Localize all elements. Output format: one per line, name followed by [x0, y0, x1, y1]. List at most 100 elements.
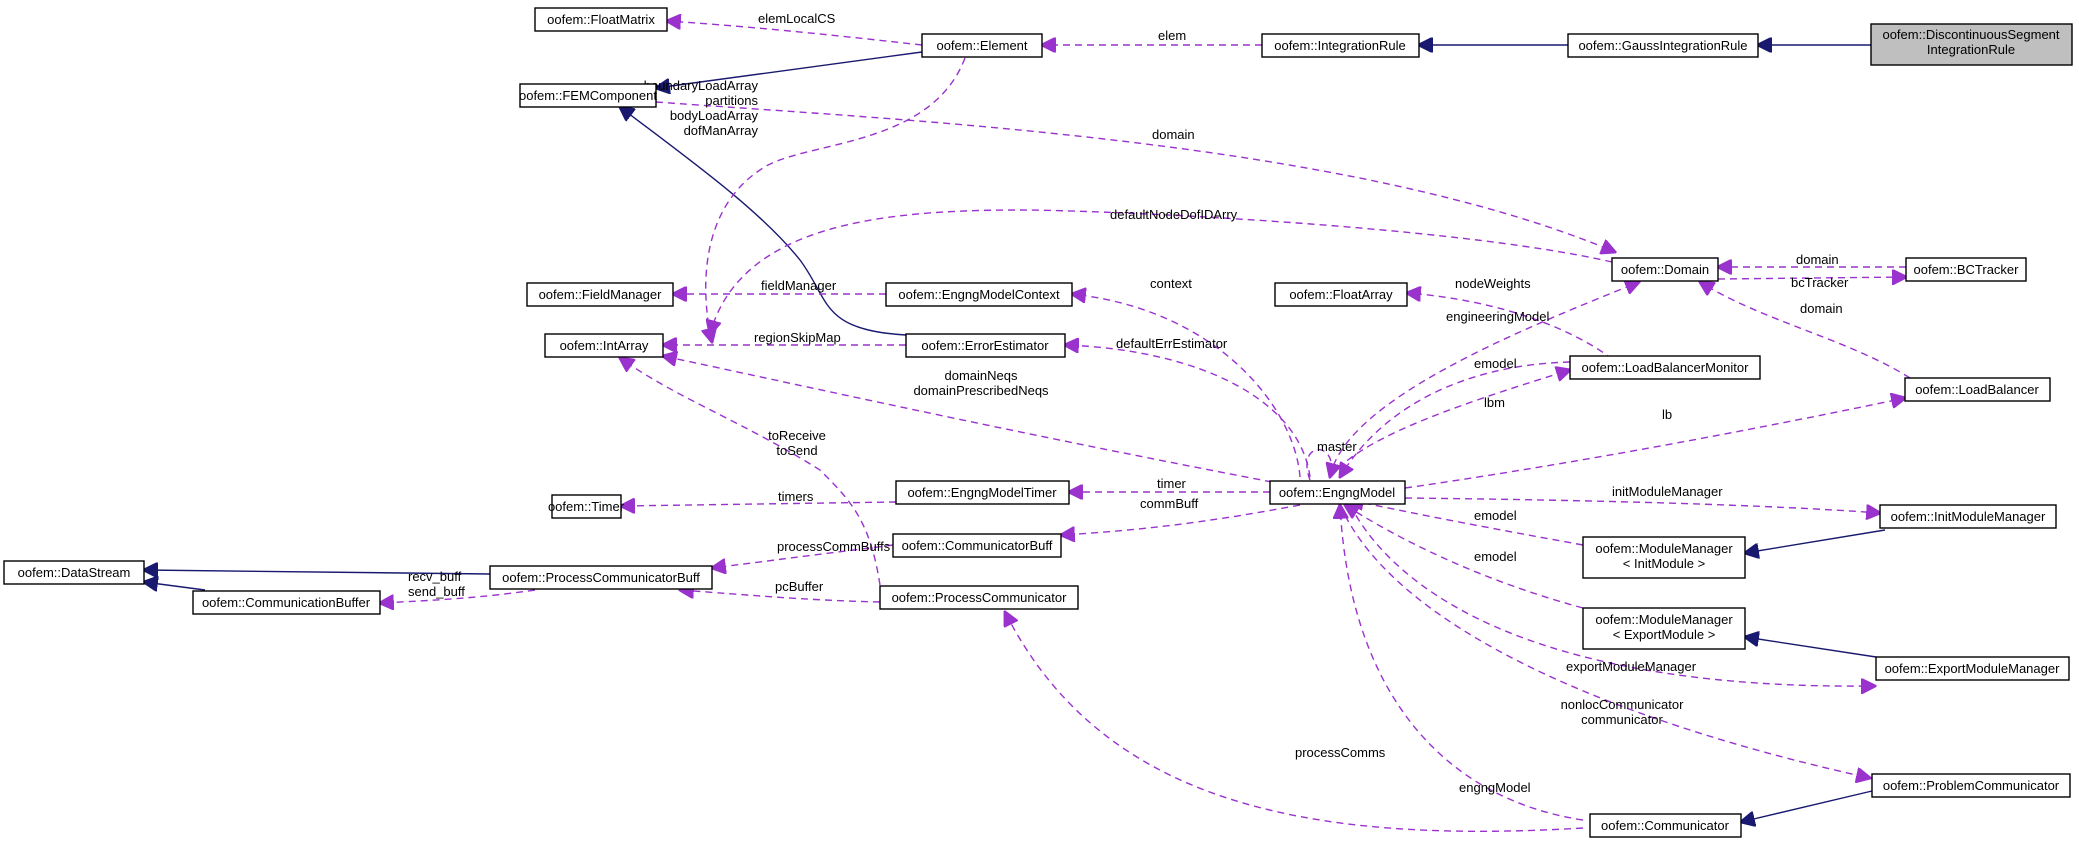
label-pc-buffer: pcBuffer	[775, 579, 824, 594]
text-line: oofem::EngngModelTimer	[907, 485, 1057, 500]
node-field-manager[interactable]: oofem::FieldManager	[526, 282, 674, 307]
label-emodel-lbm: emodel	[1474, 356, 1517, 371]
label-comm-buff: commBuff	[1140, 496, 1199, 511]
svg-text:oofem::Element: oofem::Element	[936, 38, 1027, 53]
node-init-module-manager[interactable]: oofem::InitModuleManager	[1879, 504, 2057, 529]
label-context: context	[1150, 276, 1192, 291]
text-line: oofem::FloatMatrix	[547, 12, 655, 27]
label-domain-bc: domain	[1796, 252, 1839, 267]
node-communicator-buff[interactable]: oofem::CommunicatorBuff	[892, 533, 1062, 558]
text-line: oofem::DiscontinuousSegment	[1882, 27, 2059, 42]
text-line: oofem::LoadBalancer	[1915, 382, 2039, 397]
edge-load-balancer-monitor-node-weights	[1407, 293, 1623, 368]
text-line: oofem::FEMComponent	[519, 88, 657, 103]
text-line: oofem::Communicator	[1601, 818, 1730, 833]
svg-text:oofem::Domain: oofem::Domain	[1621, 262, 1709, 277]
edge-init-module-manager-to-module-manager	[1745, 529, 1886, 553]
node-export-module-manager[interactable]: oofem::ExportModuleManager	[1875, 656, 2070, 681]
node-error-estimator[interactable]: oofem::ErrorEstimator	[905, 333, 1066, 358]
node-integration-rule[interactable]: oofem::IntegrationRule	[1261, 33, 1420, 58]
text-line: send_buff	[408, 584, 465, 599]
node-fem-component[interactable]: oofem::FEMComponent	[519, 83, 657, 108]
label-region-skip-map: regionSkipMap	[754, 330, 841, 345]
text-line: oofem::FloatArray	[1289, 287, 1393, 302]
node-gauss-integration-rule[interactable]: oofem::GaussIntegrationRule	[1567, 33, 1759, 58]
edge-communicator-engng-model	[1340, 505, 1584, 821]
node-float-array[interactable]: oofem::FloatArray	[1274, 282, 1408, 307]
edge-communicator-process-comms	[1005, 612, 1584, 832]
label-lbm: lbm	[1484, 395, 1505, 410]
text-line: oofem::IntArray	[560, 338, 649, 353]
node-communication-buffer[interactable]: oofem::CommunicationBuffer	[192, 590, 381, 615]
label-master: master	[1317, 439, 1357, 454]
svg-text:oofem::IntArray: oofem::IntArray	[560, 338, 649, 353]
edge-engng-model-export-module-manager	[1349, 504, 1875, 686]
node-load-balancer[interactable]: oofem::LoadBalancer	[1904, 377, 2051, 402]
node-float-matrix[interactable]: oofem::FloatMatrix	[534, 7, 668, 32]
text-line: oofem::ProcessCommunicator	[892, 590, 1068, 605]
node-problem-communicator[interactable]: oofem::ProblemCommunicator	[1871, 773, 2071, 798]
svg-text:oofem::ExportModuleManager: oofem::ExportModuleManager	[1885, 661, 2061, 676]
text-line: domainNeqs	[945, 368, 1018, 383]
text-line: oofem::BCTracker	[1914, 262, 2020, 277]
edge-engng-model-nonloc-communicator	[1339, 504, 1870, 778]
edge-module-manager-init-emodel	[1350, 500, 1584, 546]
label-domain-fem: domain	[1152, 127, 1195, 142]
svg-text:oofem::ProcessCommunicatorBuff: oofem::ProcessCommunicatorBuff	[502, 570, 700, 585]
svg-text:oofem::DataStream: oofem::DataStream	[18, 565, 131, 580]
label-timer: timer	[1157, 476, 1187, 491]
node-process-communicator-buff[interactable]: oofem::ProcessCommunicatorBuff	[489, 565, 713, 590]
node-engng-model[interactable]: oofem::EngngModel	[1269, 480, 1406, 505]
edge-engng-model-init-module-manager	[1404, 497, 1880, 513]
svg-text:oofem::ProcessCommunicator: oofem::ProcessCommunicator	[892, 590, 1068, 605]
node-communicator[interactable]: oofem::Communicator	[1589, 813, 1742, 838]
edge-domain-bc-tracker	[1717, 277, 1906, 279]
label-domain-lb: domain	[1800, 301, 1843, 316]
text-line: oofem::IntegrationRule	[1274, 38, 1406, 53]
node-module-manager-export-module[interactable]: oofem::ModuleManager< ExportModule >	[1582, 607, 1746, 650]
node-module-manager-init-module[interactable]: oofem::ModuleManager< InitModule >	[1582, 536, 1746, 579]
node-domain[interactable]: oofem::Domain	[1611, 257, 1719, 282]
edge-engng-model-timer-timers	[621, 502, 897, 506]
label-timers: timers	[778, 489, 814, 504]
node-load-balancer-monitor[interactable]: oofem::LoadBalancerMonitor	[1569, 355, 1761, 380]
node-bc-tracker[interactable]: oofem::BCTracker	[1905, 257, 2027, 282]
text-line: domainPrescribedNeqs	[913, 383, 1049, 398]
text-line: recv_buff	[408, 569, 462, 584]
text-line: toReceive	[768, 428, 826, 443]
edge-error-estimator-to-fem-component	[620, 107, 907, 336]
label-field-manager: fieldManager	[761, 278, 837, 293]
label-export-module-manager: exportModuleManager	[1566, 659, 1697, 674]
node-timer[interactable]: oofem::Timer	[548, 494, 625, 519]
text-line: oofem::Domain	[1621, 262, 1709, 277]
text-line: oofem::CommunicatorBuff	[902, 538, 1053, 553]
node-int-array[interactable]: oofem::IntArray	[544, 333, 664, 358]
node-process-communicator[interactable]: oofem::ProcessCommunicator	[879, 585, 1079, 610]
text-line: oofem::EngngModel	[1279, 485, 1395, 500]
node-data-stream[interactable]: oofem::DataStream	[3, 560, 145, 585]
text-line: communicator	[1581, 712, 1663, 727]
node-element[interactable]: oofem::Element	[921, 33, 1043, 58]
svg-text:oofem::CommunicationBuffer: oofem::CommunicationBuffer	[202, 595, 371, 610]
svg-text:oofem::FEMComponent: oofem::FEMComponent	[519, 88, 657, 103]
edge-engng-model-lb	[1404, 398, 1905, 489]
edge-domain-default-node-dof	[710, 209, 1613, 334]
edge-process-communicator-pc-buffer	[680, 590, 881, 603]
node-engng-model-timer[interactable]: oofem::EngngModelTimer	[895, 480, 1070, 505]
svg-text:oofem::ProblemCommunicator: oofem::ProblemCommunicator	[1883, 778, 2060, 793]
label-process-comms: processComms	[1295, 745, 1386, 760]
text-line: partitions	[705, 93, 758, 108]
text-line: oofem::ProcessCommunicatorBuff	[502, 570, 700, 585]
node-engng-model-context[interactable]: oofem::EngngModelContext	[885, 282, 1073, 307]
label-engineering-model: engineeringModel	[1446, 309, 1549, 324]
text-line: oofem::EngngModelContext	[898, 287, 1060, 302]
edge-engng-model-master	[1306, 448, 1332, 481]
svg-text:oofem::FieldManager: oofem::FieldManager	[539, 287, 663, 302]
label-elem: elem	[1158, 28, 1186, 43]
